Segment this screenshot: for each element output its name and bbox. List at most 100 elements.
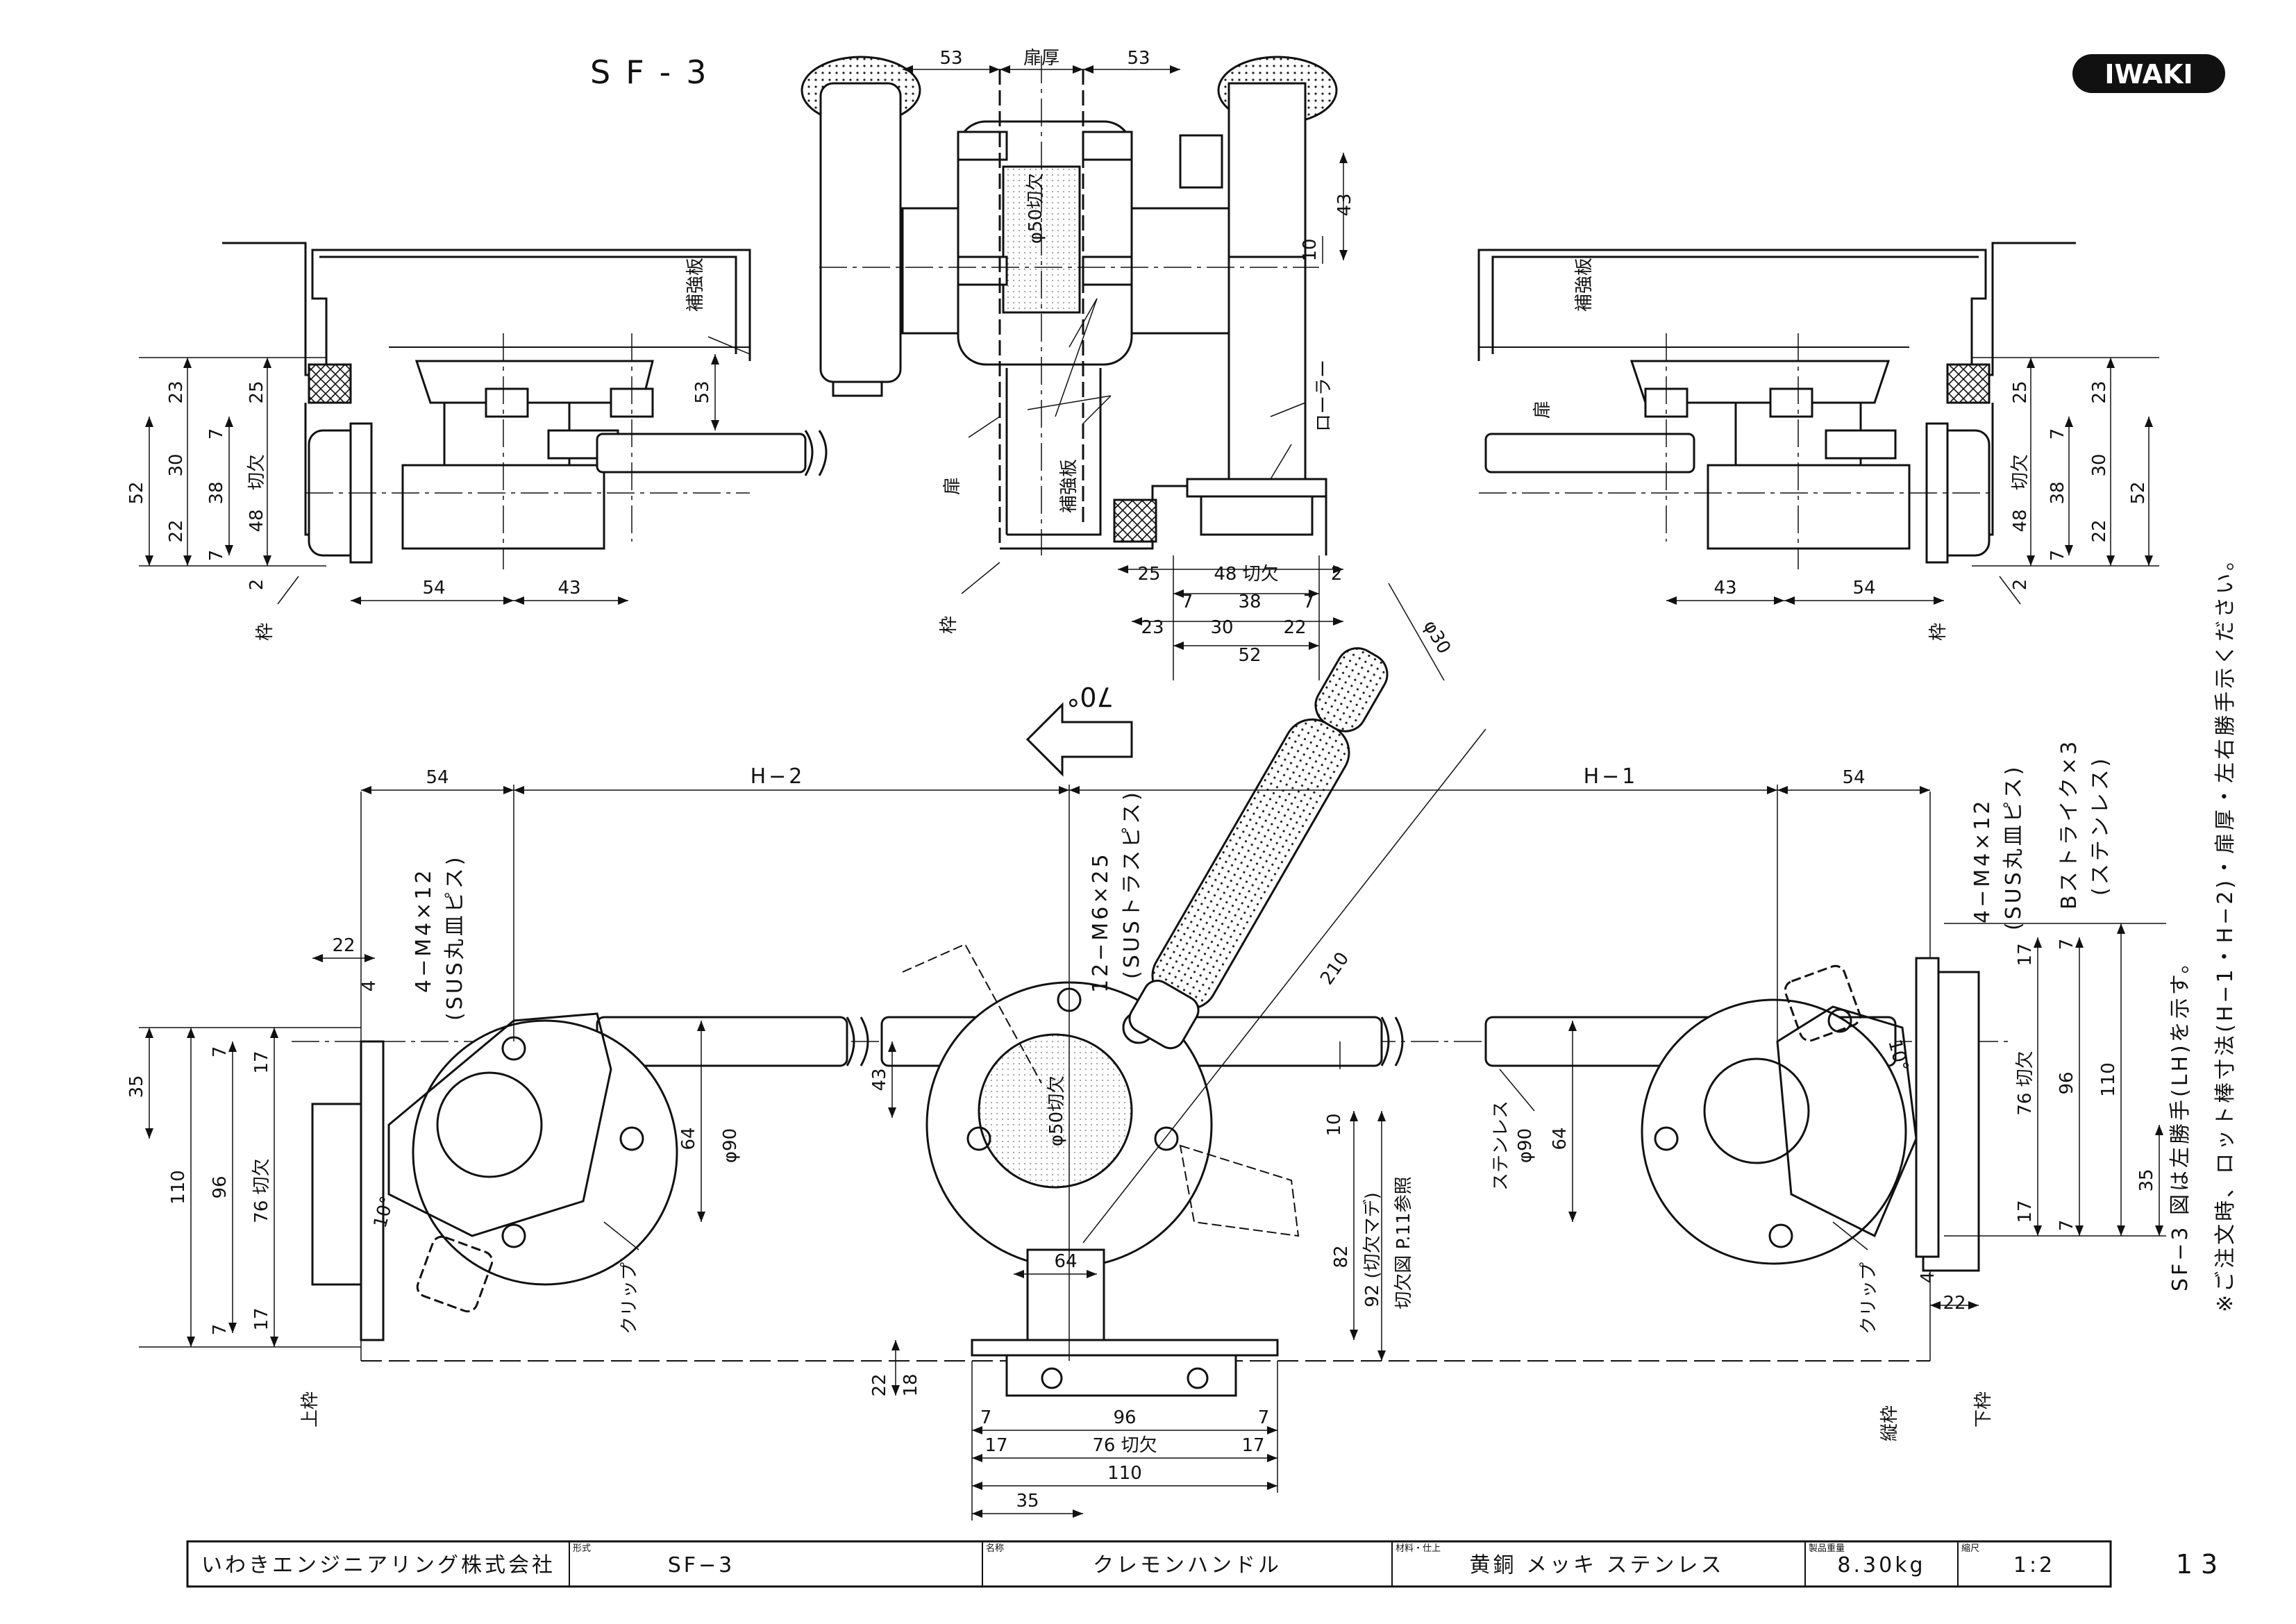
scale-value: 1:2 (2013, 1553, 2055, 1577)
dim-left-53: 53 (692, 380, 713, 403)
dim-bc-82: 82 (1331, 1245, 1352, 1268)
dim-bc-96: 96 (1113, 1407, 1136, 1428)
top-right-dims (1666, 357, 2159, 605)
dim-br-7a: 7 (2056, 939, 2077, 951)
brand-logo-text: IWAKI (2104, 59, 2193, 90)
dim-center-22: 22 (1283, 617, 1306, 638)
dim-bl-64: 64 (678, 1127, 699, 1150)
dim-right-43: 43 (1713, 578, 1736, 598)
dim-center-10: 10 (1300, 238, 1321, 261)
company-name: いわきエンジニアリング株式会社 (201, 1553, 555, 1577)
label-door-center: 扉 (942, 477, 963, 495)
weight-value: 8.30kg (1837, 1553, 1925, 1577)
dim-center-23: 23 (1141, 617, 1164, 638)
dim-center-30: 30 (1210, 617, 1233, 638)
dim-center-43: 43 (1334, 193, 1355, 216)
dim-right-2: 2 (2010, 579, 2031, 591)
dim-bl-110: 110 (168, 1170, 189, 1205)
label-cutout-right: 切欠 (2010, 454, 2031, 490)
label-length-210: 210 (1316, 948, 1353, 989)
dim-54-left: 54 (426, 767, 449, 788)
dim-54-right: 54 (1842, 767, 1865, 788)
label-reinforcement-right: 補強板 (1574, 258, 1595, 312)
dim-bl-90: φ90 (720, 1128, 741, 1163)
top-right-assembly (1477, 242, 2076, 569)
top-left-assembly (222, 242, 828, 569)
dim-right-30: 30 (2089, 453, 2110, 476)
dim-left-2: 2 (246, 579, 267, 591)
label-roller: ローラー (1314, 360, 1334, 432)
model-caption: 形式 (573, 1543, 591, 1554)
label-screw-left: 4−M4×12 (412, 867, 436, 993)
dim-bc-7a: 7 (980, 1407, 992, 1428)
label-strike: Bストライク×3 (2057, 739, 2081, 910)
label-phi30: φ30 (1419, 617, 1455, 658)
dim-br-110: 110 (2098, 1062, 2119, 1097)
dim-left-22: 22 (166, 519, 187, 542)
dim-bc-7b: 7 (1258, 1407, 1270, 1428)
dim-bc-22: 22 (869, 1373, 890, 1396)
bottom-assembly (292, 647, 2013, 1397)
dim-br-17a: 17 (2015, 943, 2036, 966)
dim-bc-76: 76 切欠 (1092, 1435, 1157, 1456)
label-screw-center-note: (SUSトラスピス) (1120, 789, 1144, 979)
dim-bc-64: 64 (1054, 1251, 1077, 1272)
dim-bl-17b: 17 (251, 1307, 272, 1330)
dim-center-7: 7 (1182, 592, 1193, 612)
label-door-left: 扉 (1532, 401, 1553, 419)
label-reinforcement-center: 補強板 (1059, 459, 1080, 513)
dim-bl-35: 35 (126, 1075, 147, 1098)
rotation-arrow-icon (1025, 702, 1133, 777)
title-block: いわきエンジニアリング株式会社 形式 SF−3 名称 クレモンハンドル 材料・仕… (186, 1540, 2112, 1588)
dim-bl-4: 4 (359, 980, 380, 992)
dim-bl-76: 76 切欠 (251, 1158, 272, 1223)
dim-center-25: 25 (1137, 564, 1160, 585)
label-rotation-70: 70° (1066, 681, 1113, 712)
dim-left-54: 54 (422, 578, 445, 598)
dim-right-54: 54 (1852, 578, 1875, 598)
dim-door-right-53: 53 (1127, 48, 1150, 69)
bottom-labels: 70° φ30 210 H−2 H−1 54 54 4−M4×12 (SUS丸皿… (126, 617, 2157, 1512)
label-screw-right: 4−M4×12 (1970, 798, 1995, 923)
name-caption: 名称 (986, 1543, 1004, 1554)
dim-left-7a: 7 (206, 428, 227, 440)
dim-right-7a: 7 (2047, 428, 2068, 440)
dim-br-35: 35 (2136, 1169, 2157, 1191)
dim-br-4: 4 (1918, 1272, 1938, 1284)
dim-br-90: φ90 (1515, 1128, 1536, 1163)
label-frame-center: 枠 (939, 616, 960, 634)
dim-br-17b: 17 (2015, 1200, 2036, 1223)
dim-center-38: 38 (1238, 592, 1261, 612)
label-clip-left: クリップ (619, 1262, 640, 1334)
dim-br-22: 22 (1943, 1293, 1966, 1314)
bottom-dims (139, 583, 2166, 1521)
label-h2: H−2 (751, 764, 805, 789)
product-name: クレモンハンドル (1093, 1553, 1282, 1577)
dim-bl-96: 96 (210, 1175, 231, 1198)
dim-left-52: 52 (126, 481, 147, 504)
weight-caption: 製品重量 (1809, 1543, 1845, 1554)
top-right-labels: 補強板 扉 枠 23 25 52 30 7 38 48 切欠 22 7 2 54… (1532, 258, 2149, 641)
dim-bc-10: 10 (1324, 1113, 1345, 1136)
label-h1: H−1 (1584, 764, 1639, 789)
material-value: 黄銅 メッキ ステンレス (1469, 1553, 1724, 1577)
dim-center-92: 92 (切欠マデ) (1362, 1192, 1383, 1307)
dim-bl-7a: 7 (210, 1046, 231, 1058)
top-center-assembly (801, 56, 1338, 555)
model-title: SF-3 (590, 53, 722, 91)
dim-left-38: 38 (206, 481, 227, 504)
dim-right-48: 48 (2010, 509, 2031, 532)
dim-right-38: 38 (2047, 481, 2068, 504)
label-reinforcement-left: 補強板 (685, 258, 706, 312)
dim-bl-17a: 17 (251, 1050, 272, 1073)
label-screw-right-note: (SUS丸皿ピス) (2002, 764, 2026, 930)
dim-center-52: 52 (1238, 645, 1261, 666)
dim-right-52: 52 (2128, 481, 2149, 504)
note-line-1: SF−3 図は左勝手(LH)を示す。 (2168, 950, 2193, 1291)
top-center-dims (903, 65, 1348, 680)
dim-left-25: 25 (246, 380, 267, 403)
dim-left-7b: 7 (206, 550, 227, 562)
label-screw-center: 12−M6×25 (1089, 851, 1113, 993)
label-phi50-cutout-bottom: φ50切欠 (1046, 1075, 1067, 1146)
dim-bc-35: 35 (1016, 1491, 1039, 1512)
